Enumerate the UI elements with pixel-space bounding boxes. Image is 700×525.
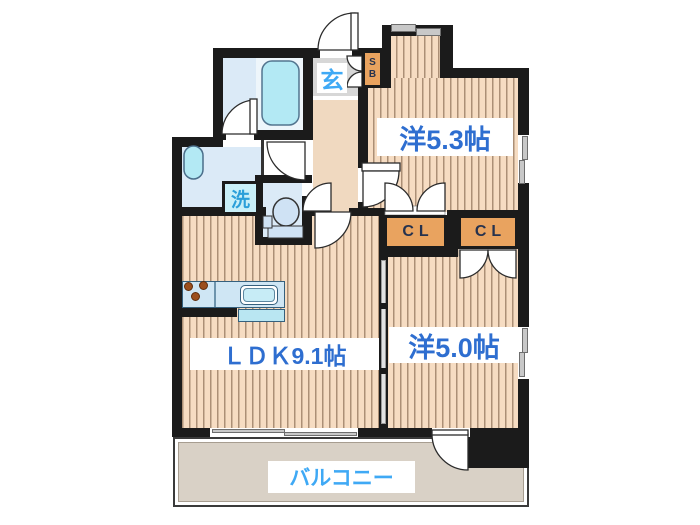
stove-burner-3 <box>191 292 200 301</box>
wall-bathroom-left <box>213 48 223 140</box>
window-room53-right-a <box>522 136 528 160</box>
kitchen-counter-divider <box>214 282 216 307</box>
wall-toilet-west <box>255 175 263 245</box>
toilet-flush-unit <box>262 215 273 229</box>
closet-right-door-a <box>459 249 489 279</box>
stove-burner-1 <box>184 282 193 291</box>
wall-top-left <box>213 48 320 58</box>
closet-left-door-b <box>416 182 446 212</box>
room50-label: 洋5.0帖 <box>389 327 519 363</box>
bathtub <box>261 60 300 126</box>
wall-kitchen-stub <box>182 308 237 317</box>
window-room53-top-b <box>416 28 441 36</box>
toilet-bowl <box>272 197 300 227</box>
closet-left: CL <box>384 215 447 249</box>
sliding-partition-track <box>381 260 386 424</box>
wall-room53-left-low <box>358 202 368 216</box>
wall-closet-bottom-left <box>379 248 458 257</box>
washroom-door-swing <box>266 141 306 181</box>
washbasin <box>183 145 204 180</box>
ldk-label: ＬＤＫ9.1帖 <box>190 338 379 370</box>
wall-room53-left-upper <box>382 25 391 88</box>
kitchen-under-counter <box>238 309 285 322</box>
window-ldk-balcony-b <box>284 432 357 436</box>
wall-hall-bottom-a <box>303 208 317 216</box>
wall-left <box>172 137 182 437</box>
wall-closet-mid <box>447 210 458 257</box>
sliding-partition-tick-2 <box>379 368 388 374</box>
entrance-label: 玄 <box>317 63 347 93</box>
balcony-label: バルコニー <box>268 461 415 493</box>
hall-to-ldk-door-swing <box>314 211 352 249</box>
window-room50-right-a <box>522 328 528 353</box>
wall-right <box>518 68 529 430</box>
kitchen-sink-basin <box>243 288 275 302</box>
wall-washroom-top <box>172 137 223 147</box>
stove-burner-2 <box>199 281 208 290</box>
closet-right-door-b <box>487 249 517 279</box>
wall-washroom-bottom <box>172 207 266 216</box>
wall-room53-jog <box>440 25 453 75</box>
sliding-partition-tick-1 <box>379 303 388 309</box>
wall-bottom-mid <box>356 428 434 437</box>
front-door-swing <box>317 12 356 51</box>
wall-northeast <box>440 68 529 78</box>
window-room50-right-b <box>519 352 525 377</box>
window-room53-right-b <box>519 160 525 184</box>
wall-bottom-left <box>173 428 213 437</box>
entrance-step-line <box>311 96 361 100</box>
toilet-door-swing <box>302 182 332 212</box>
shoe-box: SB <box>362 50 383 88</box>
wall-toilet-south <box>255 237 312 245</box>
western-room-53-floor-upper <box>389 36 441 82</box>
balcony-door-leaf <box>431 429 469 436</box>
window-room53-top-a <box>391 24 416 32</box>
closet-right: CL <box>458 215 518 249</box>
wall-room53-left-mid <box>358 86 368 168</box>
closet-left-door-a <box>384 182 414 212</box>
shoebox-door-upper <box>346 55 363 72</box>
shoebox-door-lower <box>346 71 363 88</box>
wall-entrance-left <box>303 48 313 140</box>
washing-machine-space: 洗 <box>222 181 259 215</box>
room53-door-leaf <box>361 162 401 172</box>
toilet-tank <box>267 225 304 239</box>
ldk-floor <box>182 212 379 430</box>
wall-toilet-east <box>302 196 312 245</box>
wall-closet-top-right <box>447 210 529 218</box>
wall-toilet-north <box>255 175 312 183</box>
pillar-southeast <box>468 428 529 468</box>
front-door-leaf <box>350 12 359 51</box>
bathroom-door-leaf <box>249 98 258 135</box>
wall-bathroom-bottom-a <box>213 130 226 140</box>
room53-label: 洋5.3帖 <box>377 118 513 156</box>
shoe-box-label: SB <box>367 57 378 81</box>
closet-right-label: CL <box>474 223 507 240</box>
washroom-divider-line <box>261 140 264 178</box>
balcony-door-swing <box>431 433 469 471</box>
wall-bathroom-bottom-b <box>254 130 313 140</box>
window-ldk-balcony-a <box>212 429 285 433</box>
closet-left-label: CL <box>402 223 434 240</box>
washing-machine-label: 洗 <box>230 189 250 211</box>
